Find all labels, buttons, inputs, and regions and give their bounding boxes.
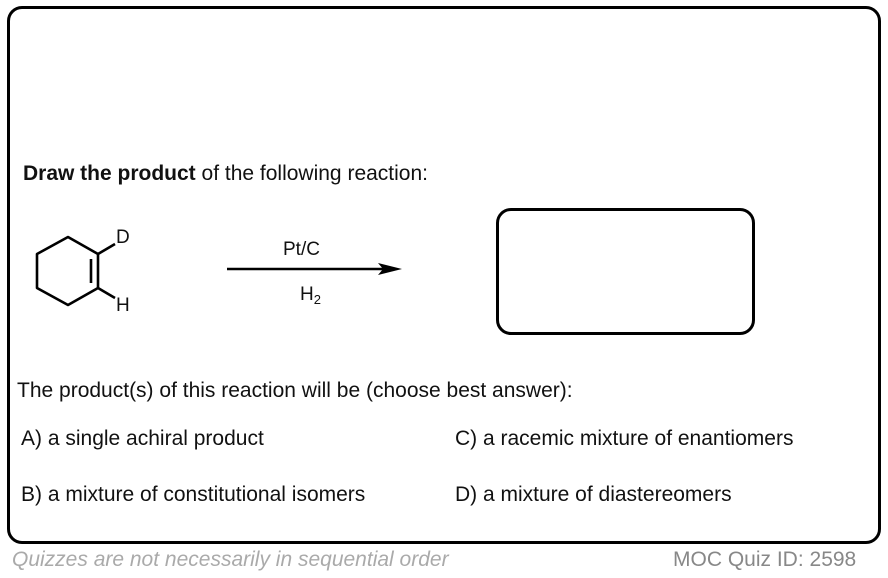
atom-label-d: D [116,227,130,248]
choice-d[interactable]: D) a mixture of diastereomers [455,483,732,506]
question-text: The product(s) of this reaction will be … [17,379,573,402]
footer-note: Quizzes are not necessarily in sequentia… [12,548,449,571]
choice-b[interactable]: B) a mixture of constitutional isomers [21,483,366,506]
reagent-hydrogen-subscript: 2 [313,292,321,307]
product-drawing-box[interactable] [496,208,755,335]
instruction-text: Draw the product of the following reacti… [23,162,428,186]
reagent-catalyst: Pt/C [283,239,320,260]
choice-c[interactable]: C) a racemic mixture of enantiomers [455,427,794,450]
reagent-hydrogen: H2 [300,284,321,311]
reagent-hydrogen-symbol: H [300,284,314,305]
choice-a[interactable]: A) a single achiral product [21,427,264,450]
quiz-id: MOC Quiz ID: 2598 [673,548,857,571]
atom-label-h: H [116,295,130,316]
instruction-bold: Draw the product [23,162,196,185]
instruction-rest: of the following reaction: [195,162,428,185]
